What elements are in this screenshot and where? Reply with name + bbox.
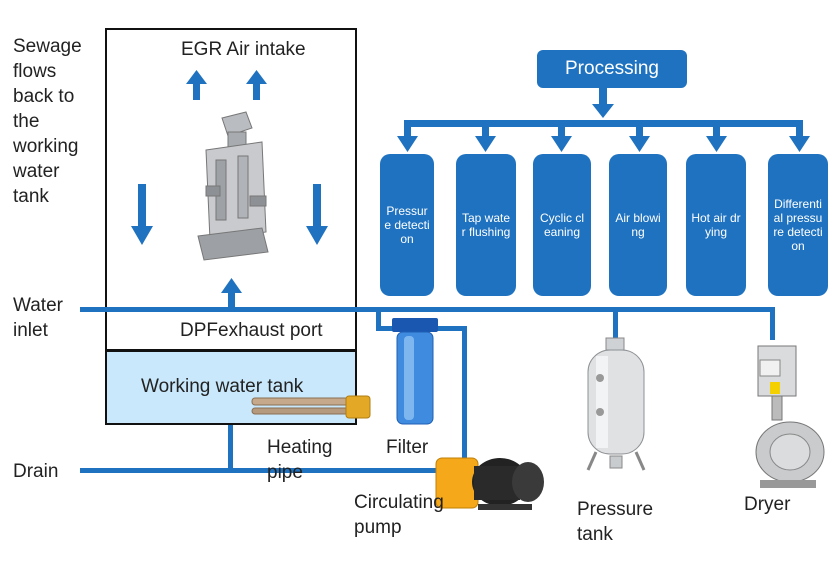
heating-pipe-image (251, 395, 371, 419)
step-label: Hot air drying (691, 211, 741, 239)
step-label: Differential pressure detection (773, 197, 823, 253)
water-inlet-pipe (80, 307, 775, 312)
filter-pipe-down (376, 308, 381, 330)
step-air-blowing: Air blowing (609, 154, 667, 296)
dpf-label: DPFexhaust port (180, 320, 323, 341)
filter-image (392, 318, 438, 425)
dryer-label: Dryer (744, 494, 791, 515)
step-differential-pressure-detection: Differential pressure detection (768, 154, 828, 296)
down-arrow-icon (131, 184, 328, 245)
pressure-tank-pipe (613, 308, 618, 344)
step-hot-air-drying: Hot air drying (686, 154, 746, 296)
step-pressure-detection: Pressure detection (380, 154, 434, 296)
drain-pipe (80, 468, 440, 473)
circulating-pump-image (435, 457, 544, 510)
heating-pipe-label: Heating pipe (267, 437, 333, 483)
tank-drain-pipe (228, 425, 233, 471)
pressure-tank-image (586, 337, 646, 471)
step-label: Cyclic cleaning (540, 211, 584, 239)
step-label: Pressure detection (384, 204, 430, 246)
dryer-image (755, 345, 825, 488)
sewage-label: Sewage flows back to the working water t… (13, 36, 82, 207)
pressure-tank-label: Pressure tank (577, 499, 654, 545)
working-tank-label: Working water tank (141, 376, 304, 397)
step-tap-water-flushing: Tap water flushing (456, 154, 516, 296)
circulating-pump-label: Circulating pump (354, 492, 444, 538)
egr-label: EGR Air intake (181, 39, 306, 60)
drain-label: Drain (13, 461, 59, 482)
step-label: Air blowing (615, 211, 661, 239)
dryer-pipe (770, 308, 775, 340)
up-arrow-icon (186, 70, 267, 308)
processing-tree (397, 88, 810, 152)
water-inlet-label: Water inlet (13, 295, 63, 341)
processing-header: Processing (537, 50, 687, 88)
pump-pipe-down (462, 326, 467, 466)
filter-label: Filter (386, 437, 429, 458)
egr-dpf-component (197, 111, 269, 261)
step-cyclic-cleaning: Cyclic cleaning (533, 154, 591, 296)
step-label: Tap water flushing (461, 211, 511, 239)
